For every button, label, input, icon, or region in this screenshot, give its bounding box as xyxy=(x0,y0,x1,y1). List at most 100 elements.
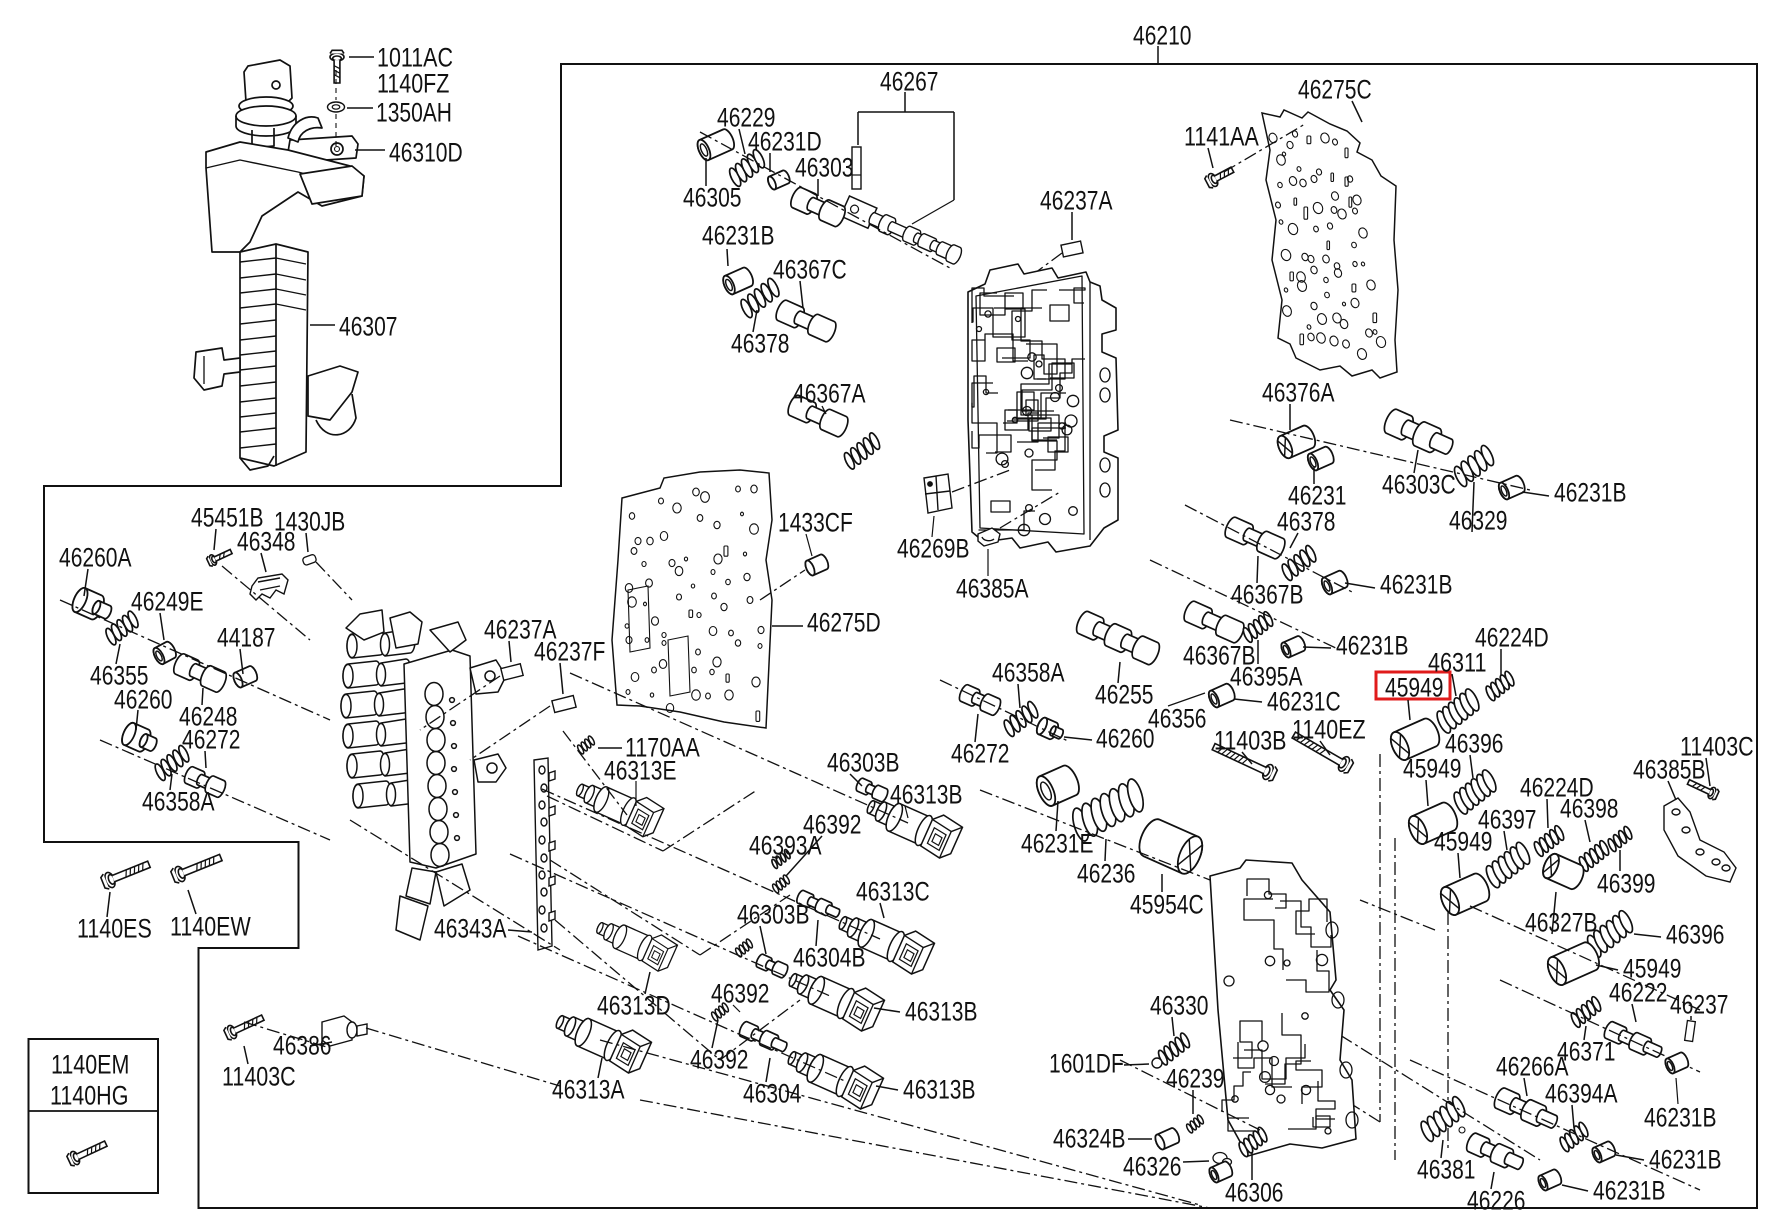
svg-text:1140EZ: 1140EZ xyxy=(1292,714,1366,744)
svg-text:1141AA: 1141AA xyxy=(1184,121,1259,151)
svg-text:46231D: 46231D xyxy=(748,126,822,156)
svg-text:46222: 46222 xyxy=(1609,977,1668,1007)
svg-text:46329: 46329 xyxy=(1449,505,1508,535)
svg-text:46306: 46306 xyxy=(1225,1177,1284,1207)
svg-text:46303B: 46303B xyxy=(827,747,900,777)
svg-text:46358A: 46358A xyxy=(142,786,215,816)
svg-text:46396: 46396 xyxy=(1445,728,1504,758)
svg-text:46272: 46272 xyxy=(951,738,1010,768)
svg-text:46395A: 46395A xyxy=(1230,661,1303,691)
svg-text:46231B: 46231B xyxy=(1554,477,1627,507)
svg-text:46231B: 46231B xyxy=(702,220,775,250)
svg-text:46392: 46392 xyxy=(711,978,770,1008)
svg-text:46237A: 46237A xyxy=(484,614,557,644)
svg-text:45949: 45949 xyxy=(1385,672,1444,702)
svg-text:46313B: 46313B xyxy=(890,779,963,809)
svg-text:1140EW: 1140EW xyxy=(170,911,251,941)
svg-text:46269B: 46269B xyxy=(897,533,970,563)
svg-text:46381: 46381 xyxy=(1417,1154,1476,1184)
svg-text:1430JB: 1430JB xyxy=(274,506,345,536)
svg-text:1601DF: 1601DF xyxy=(1049,1048,1124,1078)
svg-text:46275D: 46275D xyxy=(807,607,881,637)
svg-text:46392: 46392 xyxy=(803,809,862,839)
svg-text:46358A: 46358A xyxy=(992,657,1065,687)
svg-text:45949: 45949 xyxy=(1434,826,1493,856)
svg-text:46307: 46307 xyxy=(339,311,398,341)
svg-text:46210: 46210 xyxy=(1133,20,1192,50)
svg-text:1140EM: 1140EM xyxy=(51,1049,129,1079)
svg-text:46313B: 46313B xyxy=(905,996,978,1026)
svg-text:46237: 46237 xyxy=(1670,989,1729,1019)
svg-text:45954C: 45954C xyxy=(1130,889,1204,919)
svg-text:46356: 46356 xyxy=(1148,703,1207,733)
svg-text:44187: 44187 xyxy=(217,622,276,652)
svg-text:46237F: 46237F xyxy=(534,636,605,666)
svg-text:46248: 46248 xyxy=(179,701,238,731)
svg-text:46231B: 46231B xyxy=(1649,1144,1722,1174)
svg-text:46385A: 46385A xyxy=(956,573,1029,603)
svg-text:46231B: 46231B xyxy=(1336,630,1409,660)
svg-text:46303B: 46303B xyxy=(737,899,810,929)
svg-text:45949: 45949 xyxy=(1403,753,1462,783)
svg-text:46367A: 46367A xyxy=(793,378,866,408)
svg-text:1433CF: 1433CF xyxy=(778,507,853,537)
svg-text:46394A: 46394A xyxy=(1545,1078,1618,1108)
svg-text:46367B: 46367B xyxy=(1183,640,1256,670)
svg-text:46355: 46355 xyxy=(90,660,149,690)
svg-text:46231: 46231 xyxy=(1288,480,1347,510)
svg-text:1140HG: 1140HG xyxy=(50,1080,128,1110)
svg-text:46239: 46239 xyxy=(1166,1063,1225,1093)
svg-text:46327B: 46327B xyxy=(1525,907,1598,937)
svg-text:46305: 46305 xyxy=(683,182,742,212)
svg-text:46313E: 46313E xyxy=(604,755,677,785)
svg-text:46311: 46311 xyxy=(1428,647,1487,677)
svg-text:46303C: 46303C xyxy=(1382,469,1456,499)
svg-text:46348: 46348 xyxy=(237,526,296,556)
svg-text:46224D: 46224D xyxy=(1520,772,1594,802)
svg-text:1140FZ: 1140FZ xyxy=(377,68,449,98)
svg-text:46231B: 46231B xyxy=(1380,569,1453,599)
svg-text:46313A: 46313A xyxy=(552,1074,625,1104)
svg-text:46326: 46326 xyxy=(1123,1151,1182,1181)
svg-text:46397: 46397 xyxy=(1478,804,1537,834)
svg-text:46371: 46371 xyxy=(1557,1036,1616,1066)
svg-text:46231C: 46231C xyxy=(1267,686,1341,716)
svg-text:45451B: 45451B xyxy=(191,502,264,532)
svg-text:1170AA: 1170AA xyxy=(625,732,700,762)
svg-text:46260: 46260 xyxy=(114,684,173,714)
svg-text:46324B: 46324B xyxy=(1053,1123,1126,1153)
svg-text:46226: 46226 xyxy=(1467,1185,1526,1211)
svg-text:46313B: 46313B xyxy=(903,1074,976,1104)
svg-text:46260: 46260 xyxy=(1096,723,1155,753)
svg-text:46275C: 46275C xyxy=(1298,74,1372,104)
svg-text:46392: 46392 xyxy=(690,1044,749,1074)
svg-text:1140ES: 1140ES xyxy=(77,913,152,943)
svg-text:46272: 46272 xyxy=(182,724,241,754)
svg-text:46231B: 46231B xyxy=(1644,1102,1717,1132)
svg-text:11403C: 11403C xyxy=(222,1061,296,1091)
svg-text:46385B: 46385B xyxy=(1633,754,1706,784)
svg-text:46376A: 46376A xyxy=(1262,377,1335,407)
svg-text:1350AH: 1350AH xyxy=(376,97,452,127)
svg-text:46224D: 46224D xyxy=(1475,622,1549,652)
svg-text:1011AC: 1011AC xyxy=(377,42,453,72)
svg-text:46367B: 46367B xyxy=(1231,579,1304,609)
svg-text:46398: 46398 xyxy=(1560,793,1619,823)
svg-text:46378: 46378 xyxy=(1277,506,1336,536)
svg-text:46229: 46229 xyxy=(717,102,776,132)
svg-text:46231B: 46231B xyxy=(1593,1175,1666,1205)
svg-text:46249E: 46249E xyxy=(131,586,204,616)
svg-text:46343A: 46343A xyxy=(434,913,507,943)
svg-text:46396: 46396 xyxy=(1666,919,1725,949)
svg-text:46330: 46330 xyxy=(1150,990,1209,1020)
svg-text:46236: 46236 xyxy=(1077,858,1136,888)
svg-text:11403C: 11403C xyxy=(1680,731,1754,761)
svg-text:46266A: 46266A xyxy=(1496,1051,1569,1081)
svg-text:46313D: 46313D xyxy=(597,990,671,1020)
svg-text:46304B: 46304B xyxy=(793,942,866,972)
svg-text:46310D: 46310D xyxy=(389,137,463,167)
svg-text:46237A: 46237A xyxy=(1040,185,1113,215)
svg-text:46267: 46267 xyxy=(880,66,939,96)
svg-text:46231E: 46231E xyxy=(1021,828,1094,858)
svg-text:46255: 46255 xyxy=(1095,679,1154,709)
